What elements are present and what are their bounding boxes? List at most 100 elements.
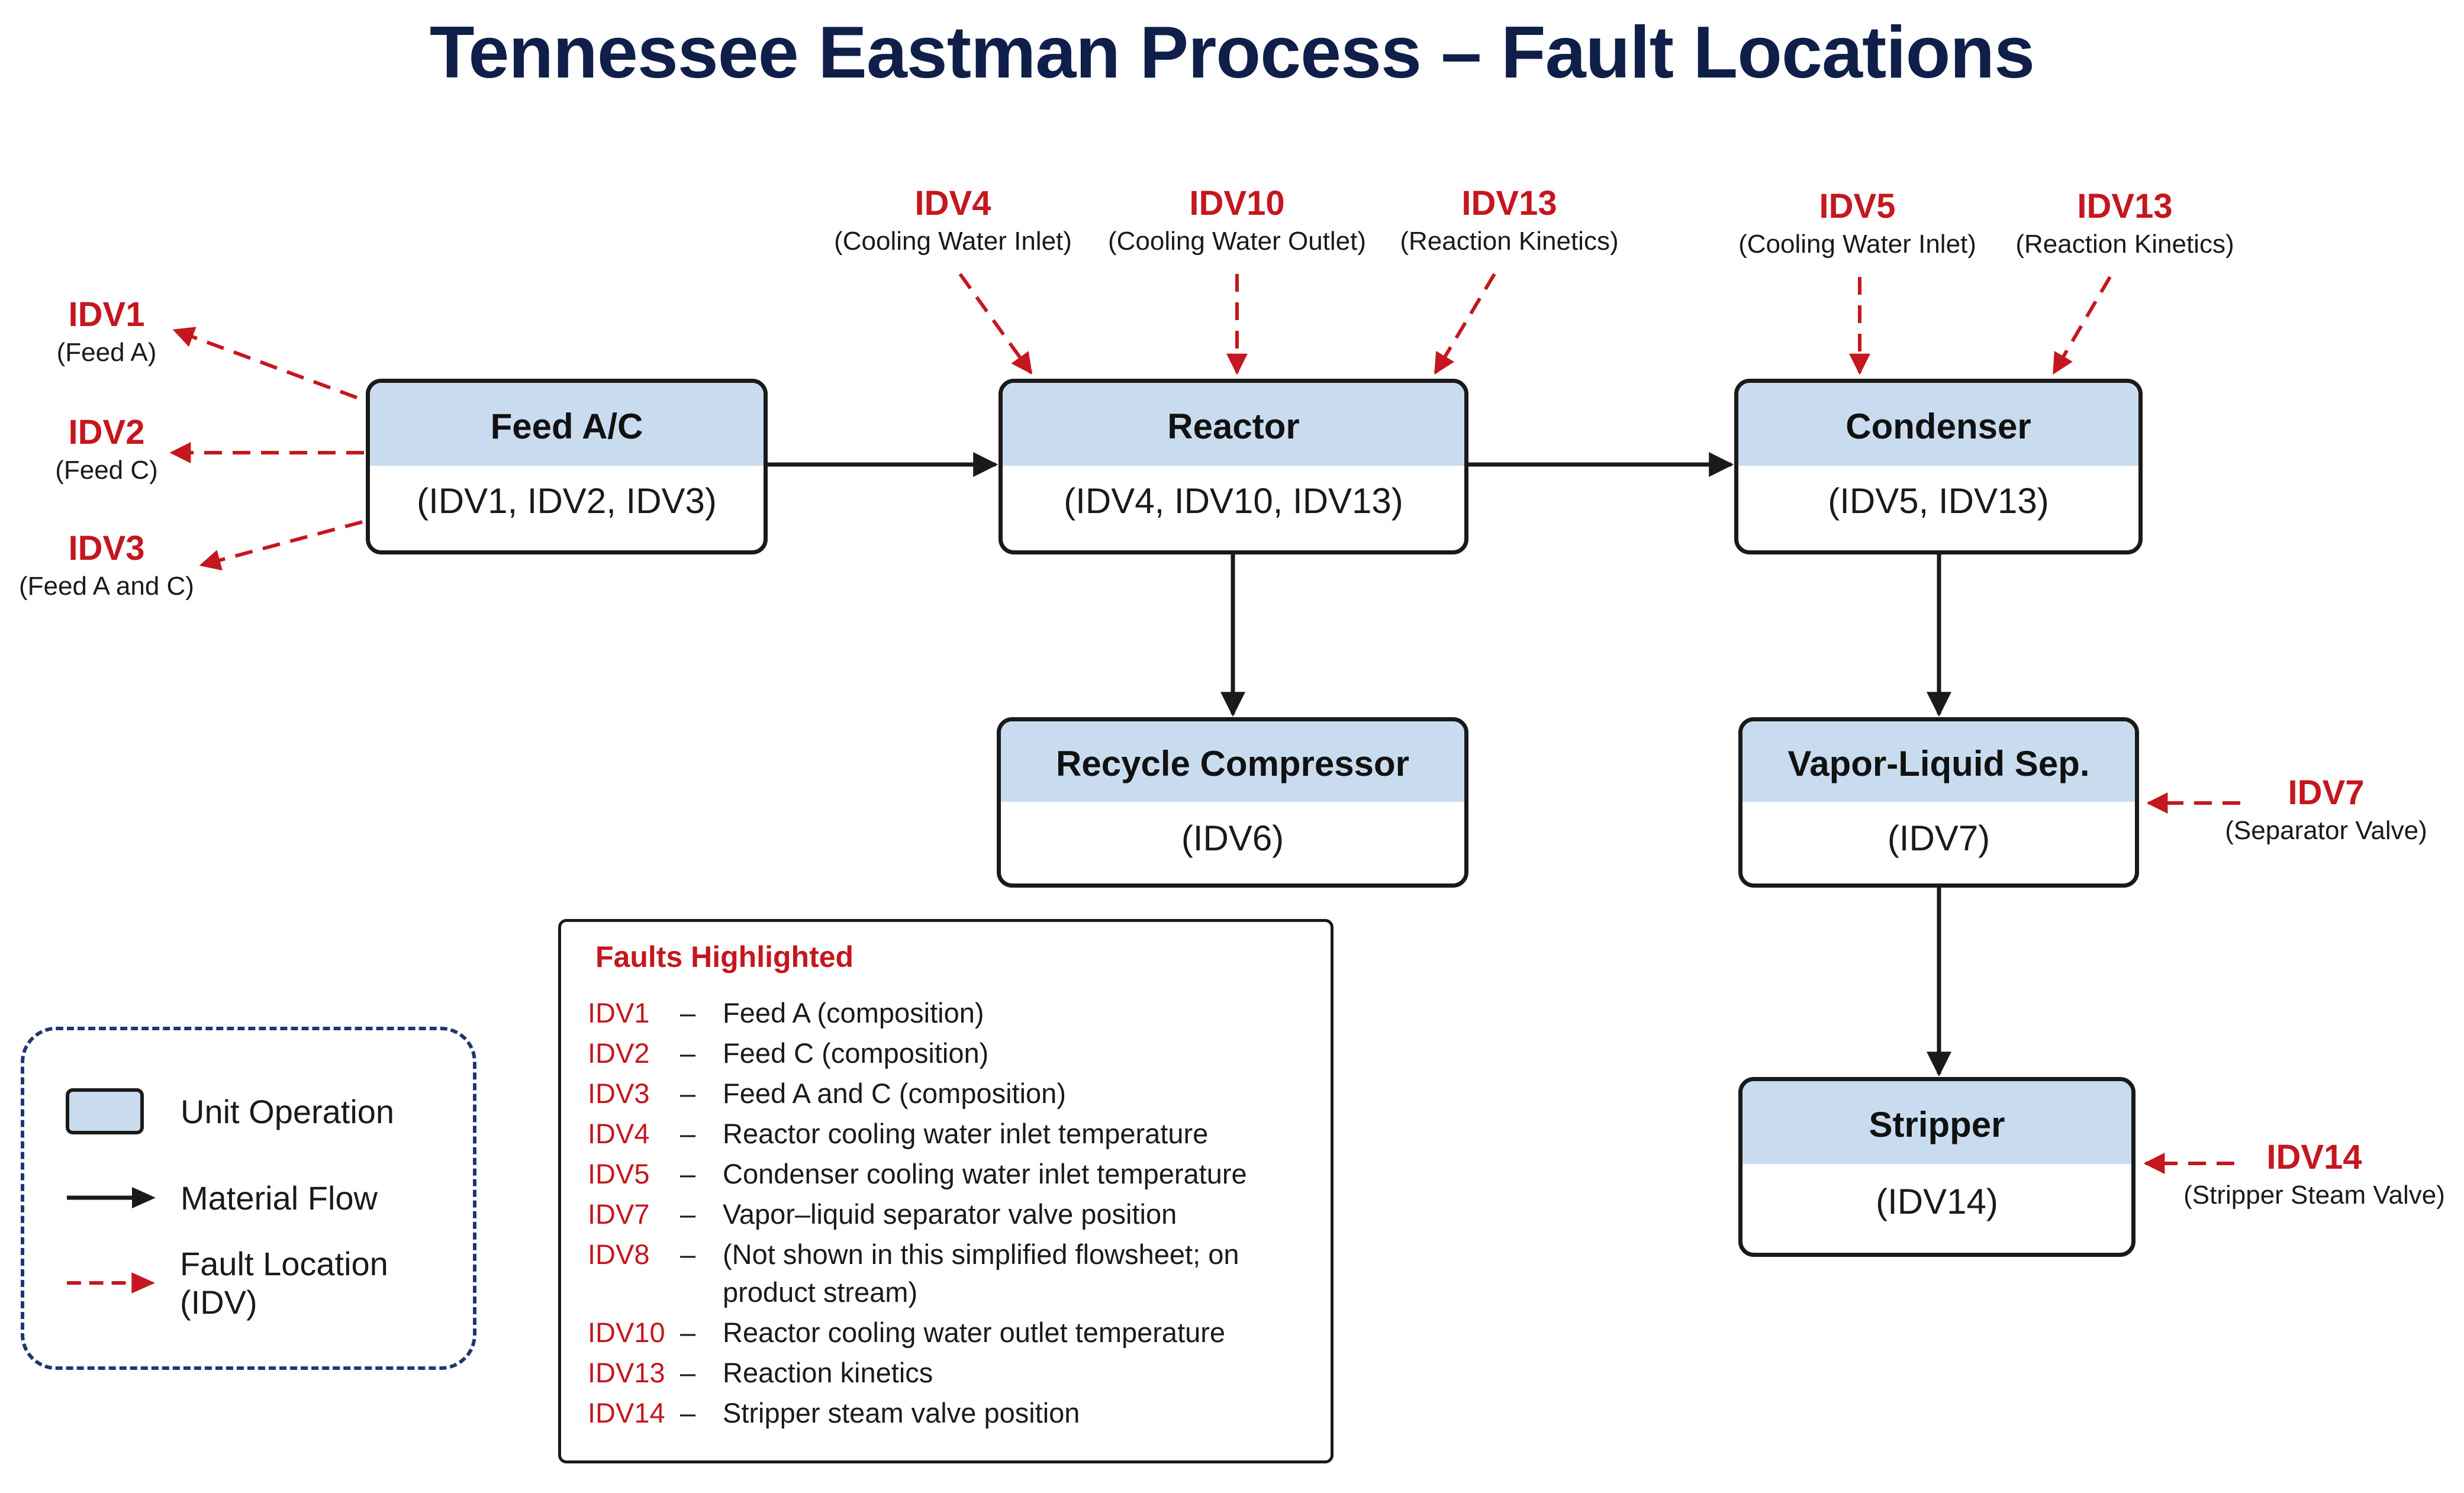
fault-list-desc: Feed A and C (composition) [723, 1078, 1066, 1109]
legend-label: Fault Location (IDV) [180, 1245, 388, 1321]
legend-label: Unit Operation [181, 1092, 395, 1130]
fault-desc: (Feed A and C) [19, 572, 194, 601]
fault-desc: (Separator Valve) [2225, 816, 2427, 845]
fault-list-item: IDV4–Reactor cooling water inlet tempera… [588, 1113, 1322, 1153]
fault-list-desc: (Not shown in this simplified flowsheet;… [723, 1239, 1239, 1308]
fault-list-item: IDV13–Reaction kinetics [588, 1352, 1322, 1392]
fault-list-item: IDV7–Vapor–liquid separator valve positi… [588, 1193, 1322, 1233]
fault-id: IDV14 [2266, 1138, 2362, 1176]
fault-list-dash: – [680, 1118, 696, 1149]
fault-list-id: IDV10 [588, 1317, 665, 1348]
unit-stripper: Stripper (IDV14) [1738, 1077, 2136, 1257]
fault-list-desc: Condenser cooling water inlet temperatur… [723, 1158, 1247, 1189]
fault-label-idv3: IDV3 (Feed A and C) [12, 528, 201, 604]
fault-list-dash: – [680, 1198, 696, 1230]
fault-list-desc: Feed A (composition) [723, 997, 984, 1028]
fault-list-dash: – [680, 1357, 696, 1388]
unit-faults: (IDV4, IDV10, IDV13) [1064, 481, 1403, 521]
fault-arrow-idv13-reactor [1434, 273, 1496, 375]
unit-name: Vapor-Liquid Sep. [1742, 721, 2135, 802]
solid-arrow-icon [67, 1187, 156, 1208]
unit-name: Reactor [1003, 383, 1464, 466]
fault-list-item: IDV2–Feed C (composition) [588, 1032, 1322, 1072]
fault-list-dash: – [680, 1397, 696, 1428]
unit-name: Condenser [1738, 383, 2138, 466]
fault-list-desc: Reaction kinetics [723, 1357, 933, 1388]
fault-desc: (Stripper Steam Valve) [2183, 1181, 2445, 1210]
fault-desc: (Cooling Water Inlet) [834, 227, 1072, 256]
fault-desc: (Feed A) [56, 338, 157, 367]
fault-id: IDV10 [1189, 184, 1285, 223]
fault-list-id: IDV4 [588, 1118, 650, 1149]
fault-arrow-idv3 [199, 520, 363, 570]
legend-unit-operation: Unit Operation [66, 1085, 394, 1138]
fault-arrow-idv1 [172, 327, 358, 399]
fault-id: IDV4 [914, 184, 991, 223]
fault-id: IDV1 [68, 295, 145, 334]
fault-id: IDV5 [1819, 187, 1896, 225]
fault-list-dash: – [680, 1317, 696, 1348]
fault-label-idv14: IDV14 (Stripper Steam Valve) [2181, 1137, 2447, 1213]
legend-fault-location: Fault Location (IDV) [66, 1245, 473, 1321]
fault-label-idv5: IDV5 (Cooling Water Inlet) [1727, 186, 1988, 262]
fault-list-id: IDV13 [588, 1357, 665, 1388]
unit-name: Feed A/C [370, 383, 764, 466]
fault-list-id: IDV3 [588, 1078, 650, 1109]
unit-name: Recycle Compressor [1001, 721, 1464, 802]
fault-desc: (Cooling Water Inlet) [1738, 230, 1976, 259]
fault-list-dash: – [680, 1078, 696, 1109]
fault-desc: (Cooling Water Outlet) [1107, 227, 1367, 256]
fault-list-desc: Feed C (composition) [723, 1037, 989, 1069]
unit-condenser: Condenser (IDV5, IDV13) [1734, 379, 2143, 554]
fault-label-idv1: IDV1 (Feed A) [47, 295, 166, 370]
fault-list-dash: – [680, 1239, 696, 1270]
unit-faults: (IDV7) [1887, 818, 1990, 858]
fault-label-idv13-reactor: IDV13 (Reaction Kinetics) [1385, 183, 1634, 259]
fault-label-idv2: IDV2 (Feed C) [47, 412, 166, 488]
fault-list-item: IDV3–Feed A and C (composition) [588, 1072, 1322, 1113]
fault-desc: (Reaction Kinetics) [2015, 230, 2234, 259]
fault-list-item: IDV5–Condenser cooling water inlet tempe… [588, 1153, 1322, 1193]
fault-label-idv10: IDV10 (Cooling Water Outlet) [1095, 183, 1379, 259]
unit-faults: (IDV6) [1181, 818, 1284, 858]
fault-list-item: IDV14–Stripper steam valve position [588, 1392, 1322, 1432]
fault-list-dash: – [680, 997, 696, 1028]
fault-list-id: IDV2 [588, 1037, 650, 1069]
faults-list: IDV1–Feed A (composition) IDV2–Feed C (c… [588, 992, 1322, 1432]
unit-recycle-compressor: Recycle Compressor (IDV6) [997, 717, 1468, 888]
fault-list-dash: – [680, 1158, 696, 1189]
fault-list-id: IDV14 [588, 1397, 665, 1428]
page-title: Tennessee Eastman Process – Fault Locati… [429, 12, 2035, 93]
fault-id: IDV3 [68, 529, 145, 567]
fault-list-id: IDV5 [588, 1158, 650, 1189]
fault-list-dash: – [680, 1037, 696, 1069]
fault-label-idv4: IDV4 (Cooling Water Inlet) [823, 183, 1083, 259]
unit-operation-swatch-icon [66, 1088, 144, 1134]
unit-vapor-liquid-separator: Vapor-Liquid Sep. (IDV7) [1738, 717, 2139, 888]
legend-material-flow: Material Flow [66, 1171, 378, 1224]
unit-name: Stripper [1742, 1081, 2131, 1164]
fault-desc: (Feed C) [55, 456, 158, 485]
unit-faults: (IDV5, IDV13) [1828, 481, 2049, 521]
legend-label: Material Flow [181, 1179, 378, 1217]
fault-list-id: IDV7 [588, 1198, 650, 1230]
fault-list-item: IDV10–Reactor cooling water outlet tempe… [588, 1311, 1322, 1352]
fault-list-desc: Reactor cooling water inlet temperature [723, 1118, 1209, 1149]
dashed-red-arrow-icon [66, 1272, 156, 1294]
fault-id: IDV13 [1461, 184, 1557, 223]
fault-list-desc: Stripper steam valve position [723, 1397, 1080, 1428]
fault-desc: (Reaction Kinetics) [1400, 227, 1619, 256]
fault-label-idv7: IDV7 (Separator Valve) [2217, 773, 2436, 849]
unit-reactor: Reactor (IDV4, IDV10, IDV13) [999, 379, 1468, 554]
fault-arrow-idv4 [958, 273, 1033, 375]
fault-id: IDV7 [2288, 773, 2365, 812]
fault-id: IDV13 [2077, 187, 2173, 225]
fault-list-desc: Reactor cooling water outlet temperature [723, 1317, 1226, 1348]
legend: Unit Operation Material Flow Fault Locat… [21, 1027, 476, 1370]
fault-id: IDV2 [68, 413, 145, 452]
fault-arrow-idv13-condenser [2052, 276, 2112, 375]
unit-faults: (IDV1, IDV2, IDV3) [417, 481, 717, 521]
unit-faults: (IDV14) [1876, 1182, 1998, 1221]
fault-list-id: IDV1 [588, 997, 650, 1028]
